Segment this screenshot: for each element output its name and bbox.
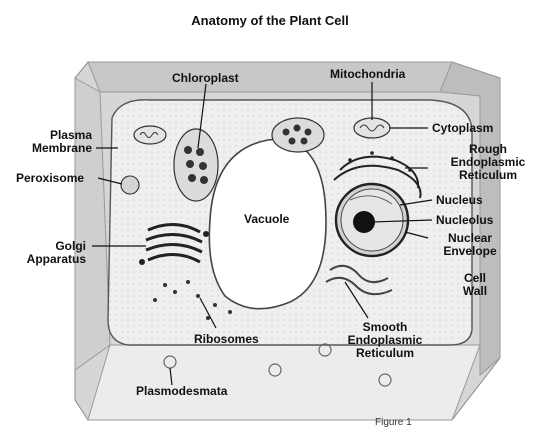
label-cell-wall: Cell Wall (440, 272, 510, 298)
label-plasma-membrane-line2: Membrane (10, 142, 92, 155)
label-rough-er-line3: Reticulum (438, 169, 538, 182)
label-nuclear-envelope: Nuclear Envelope (430, 232, 510, 258)
label-plasma-membrane: Plasma Membrane (10, 129, 92, 155)
label-peroxisome: Peroxisome (16, 172, 84, 185)
label-smooth-er: Smooth Endoplasmic Reticulum (330, 321, 440, 360)
label-nuclear-envelope-line2: Envelope (430, 245, 510, 258)
nucleus (336, 184, 408, 256)
label-cell-wall-line2: Wall (440, 285, 510, 298)
label-chloroplast: Chloroplast (172, 72, 239, 85)
figure-caption: Figure 1 (375, 416, 412, 429)
label-mitochondria: Mitochondria (330, 68, 405, 81)
label-smooth-er-line3: Reticulum (330, 347, 440, 360)
label-rough-er: Rough Endoplasmic Reticulum (438, 143, 538, 182)
label-vacuole: Vacuole (244, 213, 289, 226)
peroxisome (121, 176, 139, 194)
label-golgi-line2: Apparatus (10, 253, 86, 266)
label-nucleolus: Nucleolus (436, 214, 493, 227)
diagram-title: Anatomy of the Plant Cell (160, 14, 380, 27)
label-ribosomes: Ribosomes (194, 333, 259, 346)
label-nucleus: Nucleus (436, 194, 483, 207)
label-plasmodesmata: Plasmodesmata (136, 385, 227, 398)
label-cytoplasm: Cytoplasm (432, 122, 493, 135)
label-golgi-apparatus: Golgi Apparatus (10, 240, 86, 266)
